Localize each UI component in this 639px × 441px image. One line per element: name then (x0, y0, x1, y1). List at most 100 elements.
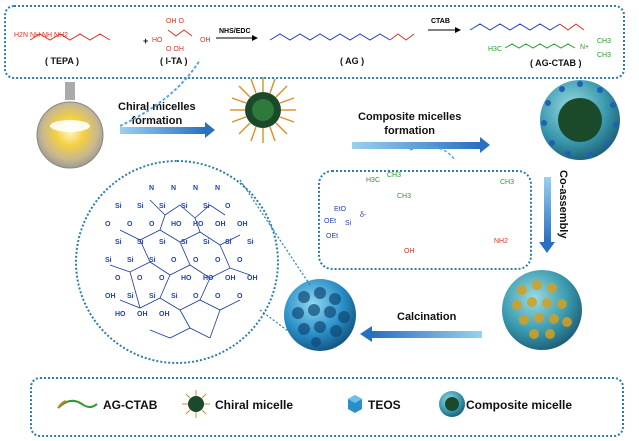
silica-label: Si (225, 239, 232, 246)
silica-label: O (237, 257, 243, 264)
silica-label: Si (181, 239, 188, 246)
legend-agctab-label: AG-CTAB (103, 398, 158, 412)
legend-composite-icon (439, 391, 465, 417)
detail-oh: OH (404, 248, 415, 255)
lta-label: ( l-TA ) (160, 56, 188, 66)
silica-label: O (171, 257, 177, 264)
ag-chain (269, 33, 391, 41)
composite-formation-label: Composite micelles formation (358, 111, 462, 137)
calcination-label: Calcination (397, 311, 457, 323)
silica-sphere (284, 279, 356, 351)
silica-label: Si (159, 239, 166, 246)
silica-label: Si (171, 293, 178, 300)
lta-ohbot: O OH (166, 46, 184, 53)
silica-label: Si (149, 257, 156, 264)
composite-micelle (540, 80, 620, 160)
silica-label: OH (247, 275, 258, 282)
detail-delta: δ- (360, 212, 367, 219)
agctab-h3c: H3C (488, 46, 503, 53)
detail-oet2: OEt (326, 233, 339, 240)
silica-label: Si (149, 293, 156, 300)
lta-ho: HO (152, 37, 163, 44)
arrow-coassembly (544, 177, 551, 242)
zoom-line-1 (239, 179, 311, 286)
silica-label: Si (127, 257, 134, 264)
silica-label: OH (225, 275, 236, 282)
legend-teos-label: TEOS (368, 398, 401, 412)
legend-composite-label: Composite micelle (466, 398, 573, 412)
silica-label: O (149, 221, 155, 228)
silica-label: O (193, 257, 199, 264)
silica-label: O (237, 293, 243, 300)
silica-label: Si (203, 239, 210, 246)
agctab-chain (469, 23, 561, 31)
silica-label: Si (115, 239, 122, 246)
silica-label: O (215, 293, 221, 300)
detail-oet1: OEt (324, 218, 337, 225)
plus-sign: + (143, 36, 149, 46)
ctab-arrowhead (455, 27, 461, 33)
reaction-scheme-box (4, 5, 625, 79)
coassembly-label: Co-assembly (557, 170, 569, 239)
arrow-up-curve (119, 59, 201, 127)
silica-label: HO (203, 275, 214, 282)
silica-label: Si (137, 203, 144, 210)
chiral-micelle (245, 92, 281, 128)
nhs-edc-arrowhead (252, 35, 258, 41)
silica-label: O (127, 221, 133, 228)
flask (36, 101, 104, 169)
agctab-label: ( AG-CTAB ) (530, 58, 582, 68)
detail-ch3: CH3 (387, 172, 402, 179)
silica-bonds (109, 199, 251, 339)
lta-skeleton (167, 29, 193, 37)
ag-acid (389, 33, 415, 41)
silica-label: N (193, 185, 199, 192)
silica-label: Si (203, 203, 210, 210)
legend-agctab-icon (57, 399, 98, 409)
arrow-chiral (120, 127, 205, 134)
agctab-tail (504, 43, 576, 49)
legend-chiral-label: Chiral micelle (215, 398, 294, 412)
silica-label: HO (171, 221, 182, 228)
silica-label: OH (105, 293, 116, 300)
silica-label: OH (137, 311, 148, 318)
chiral-formation-label: Chiral micelles formation (118, 101, 196, 127)
silica-label: N (171, 185, 177, 192)
arrow-composite (352, 142, 480, 149)
detail-ch3-b: CH3 (397, 193, 412, 200)
silica-label: O (137, 275, 143, 282)
silica-label: N (215, 185, 221, 192)
silica-label: Si (159, 203, 166, 210)
zoom-line-2 (259, 309, 301, 341)
nhs-edc-label: NHS/EDC (219, 28, 251, 35)
silica-label: OH (237, 221, 248, 228)
legend-teos-icon (348, 395, 362, 413)
composite-detail-box (318, 170, 532, 270)
agctab-acid (559, 23, 585, 31)
silica-label: HO (115, 311, 126, 318)
silica-label: O (105, 221, 111, 228)
silica-network-circle (75, 160, 279, 364)
silica-label: O (225, 203, 231, 210)
silica-label: HO (181, 275, 192, 282)
silica-label: Si (127, 293, 134, 300)
silica-label: O (115, 275, 121, 282)
detail-eto: EtO (334, 206, 347, 213)
detail-ch3-tail: CH3 (500, 179, 515, 186)
silica-label: Si (115, 203, 122, 210)
chiral-micelle-spokes (230, 77, 296, 143)
ag-label: ( AG ) (340, 56, 365, 66)
arrow-calcination (372, 331, 482, 338)
tepa-formula: H2N NH NH NH2 (14, 32, 69, 39)
lta-oh1: OH O (166, 18, 184, 25)
silica-label: OH (159, 311, 170, 318)
silica-label: Si (247, 239, 254, 246)
tepa-label: ( TEPA ) (45, 56, 79, 66)
silica-label: Si (137, 239, 144, 246)
silica-label: OH (215, 221, 226, 228)
detail-si: Si (345, 220, 352, 227)
legend-box (30, 377, 624, 437)
silica-label: Si (181, 203, 188, 210)
silica-label: O (159, 275, 165, 282)
